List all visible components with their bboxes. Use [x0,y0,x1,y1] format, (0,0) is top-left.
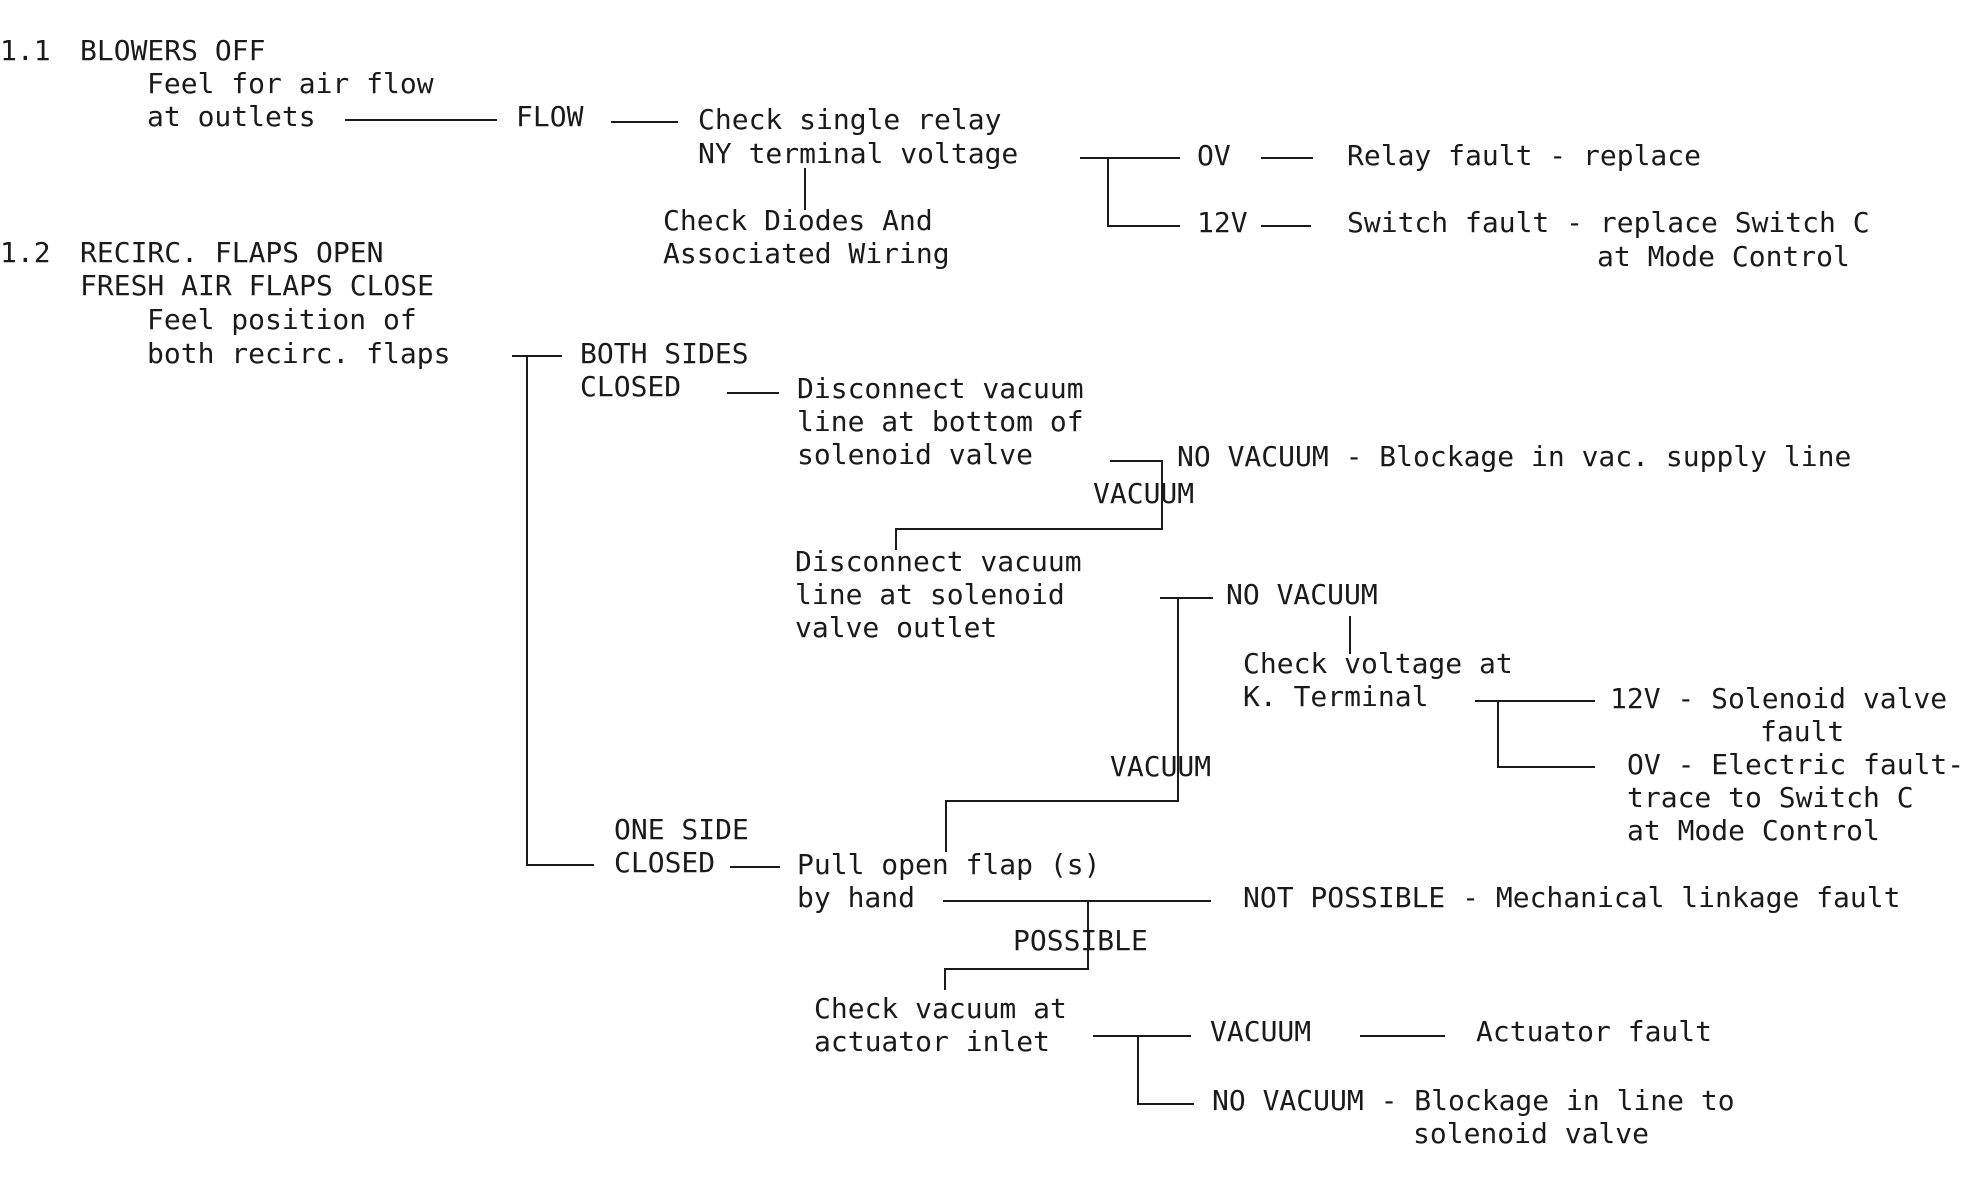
possible-label: POSSIBLE [1013,924,1148,957]
connector-flaps-to-branch [512,355,562,357]
connector-to-ov-electric [1497,766,1595,768]
both-sides-closed-line1: BOTH SIDES [580,337,749,370]
connector-no-vacuum-to-voltage [1349,616,1351,654]
electric-fault-line3: at Mode Control [1627,814,1880,847]
air-flow-step-line2: at outlets [147,100,316,133]
connector-disconnect-to-no-vacuum [1110,460,1163,462]
flap-position-step-line2: both recirc. flaps [147,337,451,370]
vacuum-label-3: VACUUM [1210,1015,1312,1048]
check-actuator-line2: actuator inlet [814,1025,1051,1058]
connector-outlet-trunk [1177,597,1179,802]
one-side-closed-line2: CLOSED [614,846,716,879]
section-1-2-title-line1: RECIRC. FLAPS OPEN [80,236,384,269]
no-vacuum-line-result-line1: NO VACUUM - Blockage in line to [1212,1084,1735,1117]
not-possible-result: NOT POSSIBLE - Mechanical linkage fault [1243,881,1901,914]
connector-one-side-to-pull [730,866,780,868]
connector-to-no-vacuum-line [1137,1103,1194,1105]
ov-label: OV [1197,139,1231,172]
connector-actuator-branch [1137,1035,1139,1105]
section-1-1-title: BLOWERS OFF [80,34,266,67]
section-1-2-title-line2: FRESH AIR FLAPS CLOSE [80,269,435,302]
switch-fault-line2: at Mode Control [1597,240,1850,273]
connector-voltage-out [1475,700,1595,702]
connector-ov-to-result [1261,157,1313,159]
connector-12v-to-result [1261,225,1311,227]
flap-position-step-line1: Feel position of [147,303,417,336]
connector-to-12v [1107,225,1180,227]
disconnect-outlet-line3: valve outlet [795,611,998,644]
diodes-check-line2: Associated Wiring [663,237,950,270]
solenoid-fault-line1: 12V - Solenoid valve [1610,682,1948,715]
no-vacuum-line-result-line2: solenoid valve [1413,1117,1650,1150]
relay-check-line1: Check single relay [698,103,1002,136]
section-1-2-number: 1.2 [0,236,51,269]
electric-fault-line1: OV - Electric fault- [1627,748,1965,781]
no-vacuum-label-2: NO VACUUM [1226,578,1378,611]
connector-flow-to-relay [611,121,678,123]
connector-vacuum-3-to-actuator-fault [1360,1035,1445,1037]
relay-check-line2: NY terminal voltage [698,137,1019,170]
connector-vacuum-1-riser [1161,460,1163,530]
connector-both-to-disconnect [727,392,779,394]
disconnect-outlet-line1: Disconnect vacuum [795,545,1082,578]
vacuum-label-1: VACUUM [1093,477,1195,510]
check-voltage-line2: K. Terminal [1243,680,1429,713]
section-1-1-number: 1.1 [0,34,51,67]
connector-flaps-trunk [526,355,528,866]
disconnect-bottom-line2: line at bottom of [797,405,1084,438]
pull-flap-line1: Pull open flap (s) [797,848,1101,881]
air-flow-step-line1: Feel for air flow [147,67,434,100]
connector-possible-drop [944,968,946,990]
vacuum-label-2: VACUUM [1110,750,1212,783]
disconnect-bottom-line3: solenoid valve [797,438,1034,471]
both-sides-closed-line2: CLOSED [580,370,682,403]
pull-flap-line2: by hand [797,881,916,914]
connector-voltage-branch [1107,157,1109,227]
disconnect-bottom-line1: Disconnect vacuum [797,372,1084,405]
connector-outlets-to-flow [345,119,497,121]
v12-label: 12V [1197,206,1248,239]
solenoid-fault-line2: fault [1760,715,1845,748]
connector-vacuum-2-drop [945,800,947,852]
connector-voltage-branch-2 [1497,700,1499,768]
connector-outlet-to-no-vacuum [1160,597,1213,599]
connector-actuator-out [1093,1035,1191,1037]
no-vacuum-supply-result: NO VACUUM - Blockage in vac. supply line [1177,440,1852,473]
relay-fault-result: Relay fault - replace [1347,139,1702,172]
flow-label: FLOW [516,100,584,133]
disconnect-outlet-line2: line at solenoid [795,578,1065,611]
electric-fault-line2: trace to Switch C [1627,781,1914,814]
connector-pull-to-not-possible [943,900,1211,902]
connector-possible-riser [1087,900,1089,970]
check-actuator-line1: Check vacuum at [814,992,1067,1025]
diodes-check-line1: Check Diodes And [663,204,933,237]
switch-fault-line1: Switch fault - replace Switch C [1347,206,1870,239]
connector-vacuum-1-return [895,528,1163,530]
connector-possible-return [944,968,1089,970]
connector-vacuum-2-return [945,800,1179,802]
connector-relay-out [1080,157,1180,159]
connector-to-one-side [526,864,594,866]
one-side-closed-line1: ONE SIDE [614,813,749,846]
actuator-fault-result: Actuator fault [1476,1015,1713,1048]
connector-vacuum-1-drop [895,528,897,550]
connector-relay-to-diodes [804,168,806,210]
check-voltage-line1: Check voltage at [1243,647,1513,680]
